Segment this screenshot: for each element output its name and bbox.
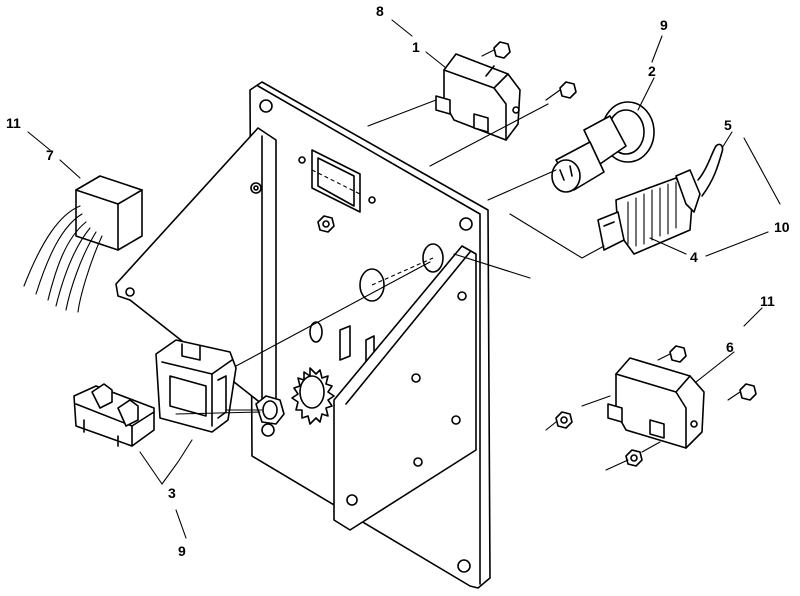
callout-2: 2 bbox=[648, 63, 656, 79]
callout-11-left: 11 bbox=[6, 115, 21, 131]
callout-10: 10 bbox=[774, 219, 790, 235]
connector-block bbox=[23, 175, 143, 313]
screw-right-switch-top bbox=[657, 345, 687, 363]
nut-right-1 bbox=[555, 411, 573, 429]
callout-11-right: 11 bbox=[760, 293, 775, 309]
rocker-switch-right bbox=[607, 357, 705, 449]
callout-5: 5 bbox=[724, 117, 732, 133]
callout-3: 3 bbox=[168, 485, 176, 501]
fuse-clip-base bbox=[73, 383, 155, 447]
callout-7: 7 bbox=[46, 147, 54, 163]
callout-1: 1 bbox=[412, 39, 420, 55]
right-bracket bbox=[333, 245, 477, 531]
lamp-holder bbox=[551, 101, 655, 193]
key-ring bbox=[697, 143, 724, 197]
callout-9-top: 9 bbox=[660, 17, 668, 33]
lock-washer bbox=[291, 367, 335, 425]
hex-nut-panel bbox=[255, 395, 285, 425]
rocker-switch-top bbox=[435, 53, 521, 141]
callout-labels: 8 1 9 2 5 10 4 11 7 11 6 3 9 bbox=[6, 3, 790, 559]
alignment-lines bbox=[175, 99, 661, 471]
screw-top bbox=[481, 41, 511, 59]
callout-4: 4 bbox=[690, 249, 698, 265]
callout-leaders bbox=[27, 19, 781, 539]
fuse-holder-housing bbox=[155, 339, 237, 433]
panel-nuts bbox=[317, 215, 335, 233]
screw-right bbox=[545, 81, 577, 101]
nut-right-2 bbox=[625, 449, 643, 467]
screw-right-switch-side bbox=[727, 383, 757, 401]
fuse-holder-body bbox=[597, 169, 701, 255]
callout-6: 6 bbox=[726, 339, 734, 355]
callout-8: 8 bbox=[376, 3, 384, 19]
callout-9-bottom: 9 bbox=[178, 543, 186, 559]
